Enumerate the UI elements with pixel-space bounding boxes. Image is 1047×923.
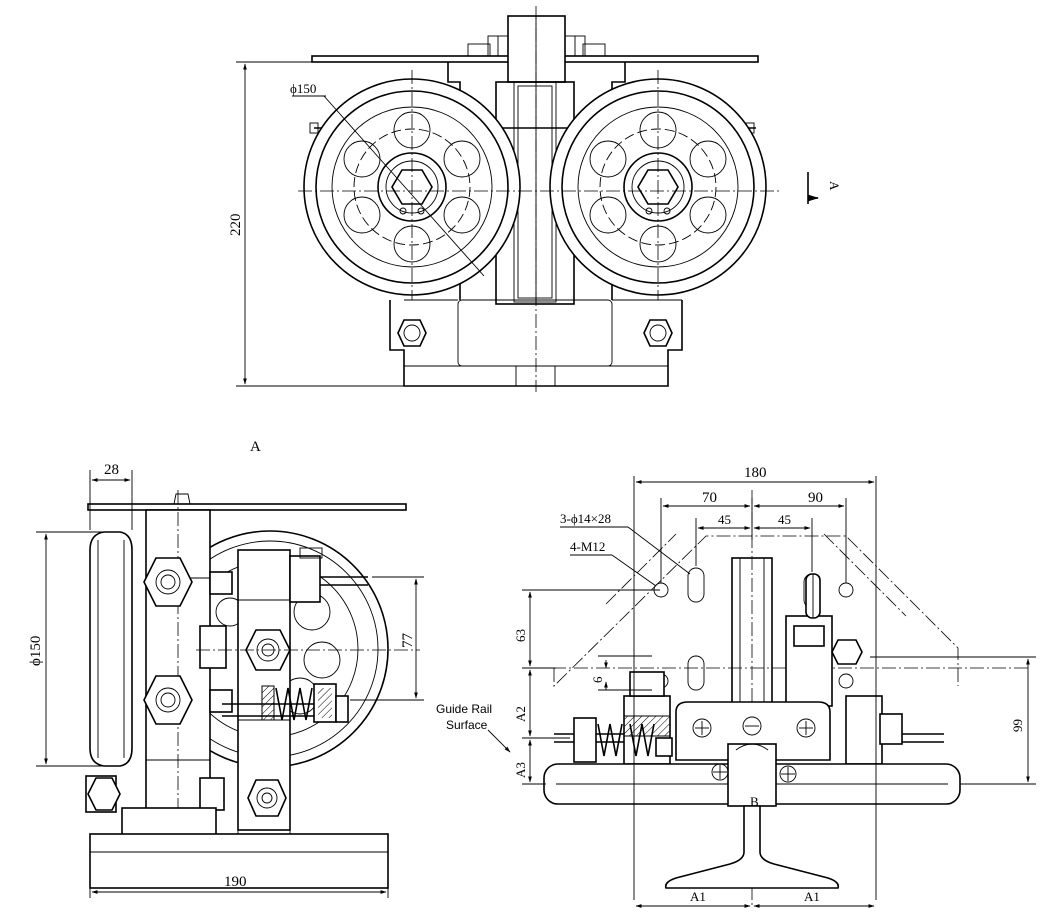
slot-hole-lower bbox=[687, 655, 705, 691]
bar-b-label: B bbox=[750, 794, 759, 809]
dim-a3: A3 bbox=[513, 762, 528, 778]
dim-wheel-width: 28 bbox=[89, 462, 133, 530]
side-spring bbox=[222, 683, 349, 723]
left-adjuster bbox=[554, 671, 673, 765]
dim-a1-pair: A1 A1 bbox=[635, 889, 875, 908]
dim-6: 6 bbox=[590, 676, 605, 683]
dim-77: 77 bbox=[400, 633, 416, 649]
dim-45-45: 45 45 bbox=[695, 512, 813, 572]
dim-spring-offset: 77 bbox=[350, 576, 424, 701]
hole-spec-callouts: 3-ϕ14×28 4-M12 bbox=[560, 511, 691, 587]
base-nut-left bbox=[397, 319, 427, 347]
arm-nut-lower bbox=[247, 779, 287, 817]
plate-bolt-left bbox=[467, 35, 509, 57]
tapped-hole-2 bbox=[838, 582, 854, 598]
dim-70-90: 70 90 bbox=[660, 490, 847, 583]
mounting-plate-outline bbox=[553, 535, 959, 687]
dim-wheel-diameter-top: ϕ150 bbox=[290, 81, 316, 96]
front-view: B 180 70 90 bbox=[513, 465, 1036, 908]
dim-side-diameter: ϕ150 bbox=[28, 531, 104, 767]
slot-hole-upper bbox=[687, 567, 705, 603]
side-view: 28 ϕ150 77 190 bbox=[28, 462, 424, 898]
top-view: ϕ150 220 A bbox=[228, 6, 842, 392]
arrow-letter: A bbox=[827, 181, 842, 191]
tapped-hole-4 bbox=[838, 673, 854, 689]
dim-190: 190 bbox=[224, 874, 247, 890]
t-guide-rail bbox=[664, 805, 840, 889]
dim-base-width: 190 bbox=[89, 874, 389, 898]
dim-180: 180 bbox=[744, 465, 767, 481]
dim-a1-left: A1 bbox=[690, 889, 706, 904]
guide-rail-text-2: Surface bbox=[446, 718, 488, 732]
guide-rail-surface-label: Guide Rail Surface bbox=[436, 702, 511, 753]
dim-90: 90 bbox=[808, 490, 823, 506]
dim-phi150-side: ϕ150 bbox=[28, 636, 44, 666]
side-nut-middle bbox=[143, 675, 193, 725]
spec-tapped: 4-M12 bbox=[570, 539, 605, 554]
dim-a1-right: A1 bbox=[804, 889, 820, 904]
dim-total-height: 220 bbox=[228, 214, 244, 237]
dim-overall-180: 180 bbox=[633, 465, 877, 900]
center-bracket bbox=[675, 701, 831, 761]
dim-99-text: 99 bbox=[1010, 719, 1025, 732]
guide-block-top bbox=[507, 15, 566, 83]
dim-45-right: 45 bbox=[778, 512, 791, 527]
dim-63: 63 bbox=[513, 629, 528, 642]
plate-bolt-right bbox=[564, 35, 606, 57]
dim-height-220: 220 bbox=[228, 61, 404, 387]
side-wheel-profile bbox=[89, 531, 133, 767]
left-vertical-dims: 63 6 A2 A3 bbox=[513, 589, 660, 785]
dim-28: 28 bbox=[104, 462, 119, 478]
spec-slots: 3-ϕ14×28 bbox=[560, 511, 611, 526]
dim-99: 99 bbox=[870, 656, 1036, 785]
base-nut-right bbox=[643, 319, 673, 347]
lower-shoe: B bbox=[543, 743, 961, 809]
dim-a2: A2 bbox=[513, 706, 528, 722]
top-view-base bbox=[389, 299, 683, 387]
right-adjuster bbox=[785, 573, 944, 765]
dim-45-left: 45 bbox=[718, 512, 731, 527]
diameter-leader bbox=[323, 95, 485, 277]
side-nut-upper bbox=[143, 557, 193, 607]
view-label-a: A bbox=[250, 439, 261, 455]
side-base bbox=[89, 807, 389, 889]
dim-70: 70 bbox=[702, 490, 717, 506]
view-arrow: A bbox=[807, 172, 842, 204]
guide-rail-text-1: Guide Rail bbox=[436, 702, 492, 716]
